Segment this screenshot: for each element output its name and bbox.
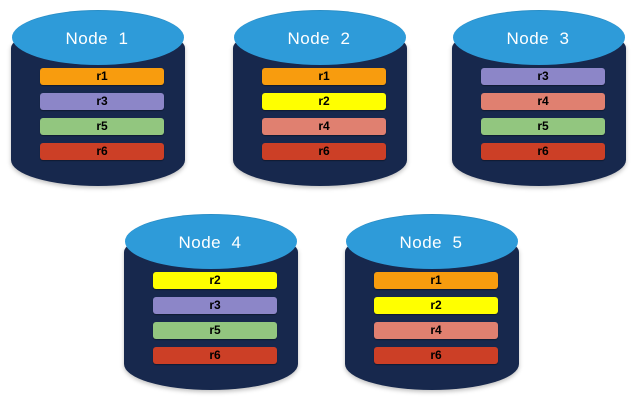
node-4-label: Node 4	[178, 233, 242, 252]
replica-bar[interactable]: r1	[40, 68, 164, 85]
replica-bar[interactable]: r6	[374, 347, 498, 364]
replica-bar[interactable]: r2	[374, 297, 498, 314]
replica-bar[interactable]: r5	[40, 118, 164, 135]
node-1-replica-list: r1 r3 r5 r6	[40, 68, 164, 160]
database-node-4[interactable]: Node 4 r2 r3 r5 r6	[124, 212, 298, 397]
replica-bar[interactable]: r4	[374, 322, 498, 339]
node-5-replica-list: r1 r2 r4 r6	[374, 272, 498, 364]
cylinder-top-ellipse	[234, 10, 406, 65]
database-node-3[interactable]: Node 3 r3 r4 r5 r6	[452, 8, 626, 193]
node-2-label: Node 2	[287, 29, 351, 48]
replica-bar[interactable]: r3	[40, 93, 164, 110]
node-1-label: Node 1	[65, 29, 129, 48]
replica-bar[interactable]: r6	[262, 143, 386, 160]
node-5-label: Node 5	[399, 233, 463, 252]
cylinder-top-ellipse	[12, 10, 184, 65]
replica-bar[interactable]: r1	[374, 272, 498, 289]
replica-bar[interactable]: r3	[481, 68, 605, 85]
replica-bar[interactable]: r6	[481, 143, 605, 160]
replica-bar[interactable]: r5	[481, 118, 605, 135]
node-3-label: Node 3	[506, 29, 570, 48]
replica-bar[interactable]: r6	[40, 143, 164, 160]
replica-bar[interactable]: r4	[481, 93, 605, 110]
replica-bar[interactable]: r2	[153, 272, 277, 289]
cylinder-top-ellipse	[346, 214, 518, 269]
cylinder-top-ellipse	[125, 214, 297, 269]
node-2-replica-list: r1 r2 r4 r6	[262, 68, 386, 160]
node-4-replica-list: r2 r3 r5 r6	[153, 272, 277, 364]
replica-bar[interactable]: r5	[153, 322, 277, 339]
database-node-5[interactable]: Node 5 r1 r2 r4 r6	[345, 212, 519, 397]
replica-bar[interactable]: r2	[262, 93, 386, 110]
node-3-replica-list: r3 r4 r5 r6	[481, 68, 605, 160]
replica-bar[interactable]: r1	[262, 68, 386, 85]
cylinder-top-ellipse	[453, 10, 625, 65]
replica-bar[interactable]: r3	[153, 297, 277, 314]
database-node-1[interactable]: Node 1 r1 r3 r5 r6	[11, 8, 185, 193]
replica-bar[interactable]: r6	[153, 347, 277, 364]
replica-bar[interactable]: r4	[262, 118, 386, 135]
database-node-2[interactable]: Node 2 r1 r2 r4 r6	[233, 8, 407, 193]
